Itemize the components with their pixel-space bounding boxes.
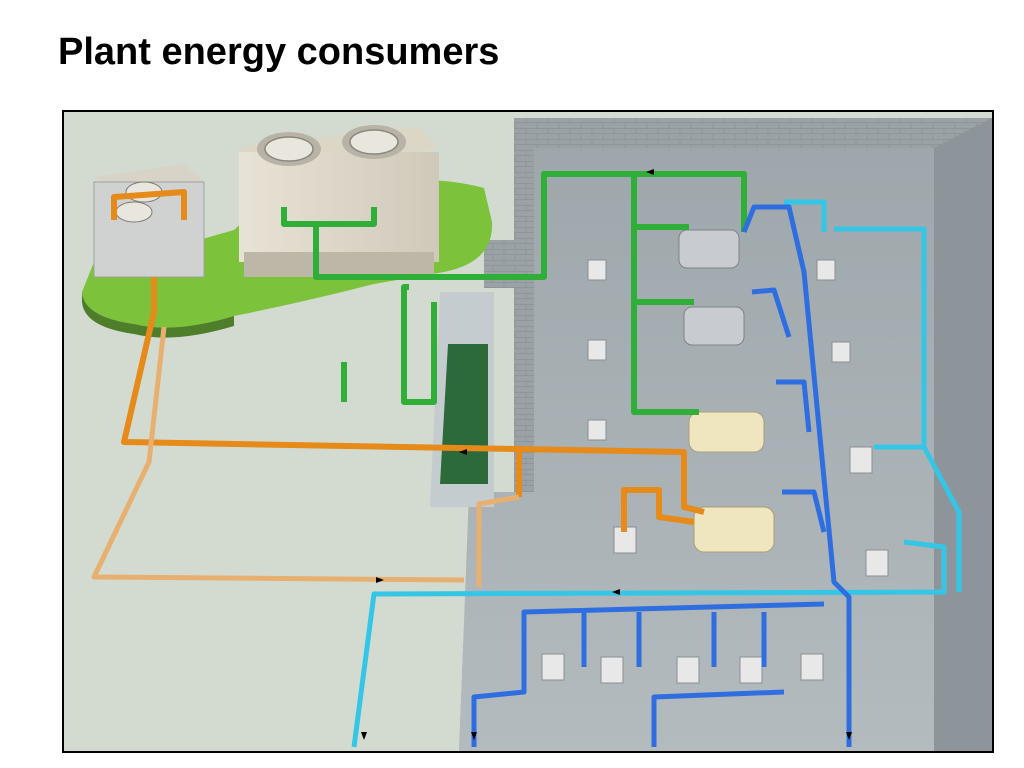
- chiller-1: [678, 229, 740, 269]
- chiller-4: [693, 506, 775, 553]
- flow-direction-arrows: [361, 169, 852, 740]
- heating-hot-water-pipes: [111, 189, 705, 532]
- condenser-water-pipes: [281, 171, 747, 415]
- cooling-tower-small-icon: [93, 164, 205, 278]
- chiller-3: [688, 411, 765, 453]
- plant-diagram: [62, 110, 994, 753]
- cooling-tower-large-icon: [239, 125, 439, 277]
- brick-wall-segment: [484, 240, 534, 288]
- heating-return-pipes: [91, 326, 520, 587]
- cooling-pond: [430, 292, 494, 507]
- plant-illustration: [82, 118, 992, 751]
- chiller-2: [683, 306, 745, 346]
- chilled-supply-pipes: [471, 204, 852, 747]
- pumps: [541, 259, 889, 684]
- chilled-return-pipes: [351, 199, 962, 748]
- page-title: Plant energy consumers: [58, 31, 500, 73]
